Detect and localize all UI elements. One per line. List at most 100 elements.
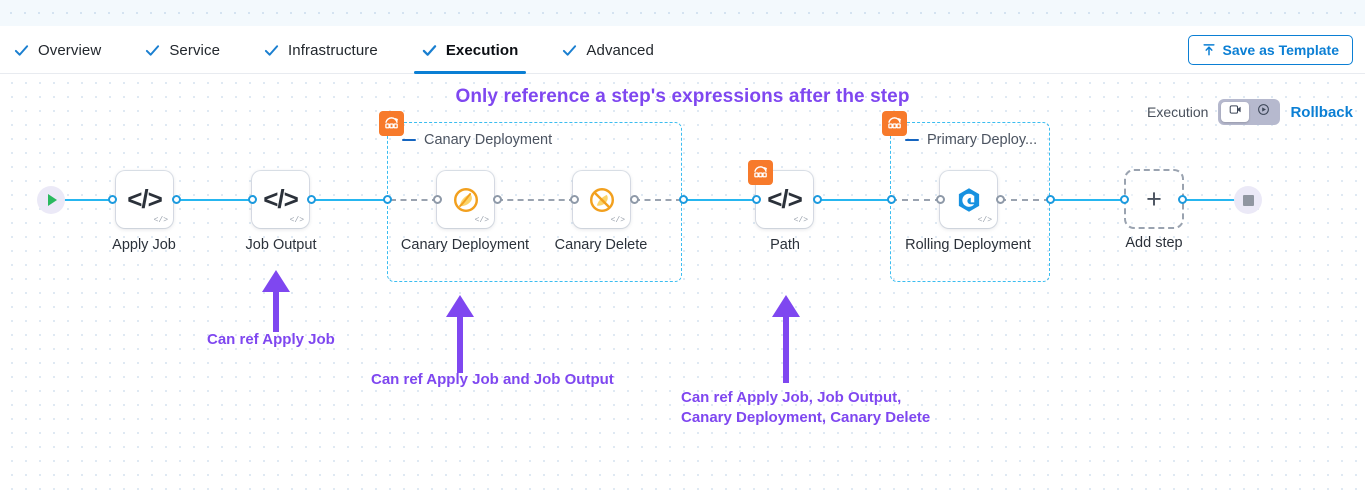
- node-label-job-output: Job Output: [245, 237, 317, 253]
- port[interactable]: [493, 195, 502, 204]
- execution-rollback-control: Execution Rollback: [1147, 99, 1353, 125]
- check-icon: [562, 43, 577, 58]
- rollback-link[interactable]: Rollback: [1290, 103, 1353, 121]
- arrow-to-path: [770, 295, 802, 388]
- wire-start-applyjob: [62, 199, 120, 201]
- wire-rolling-groupout: [1000, 199, 1050, 201]
- node-canary-deployment[interactable]: </>: [437, 171, 494, 228]
- save-as-template-button[interactable]: Save as Template: [1187, 34, 1353, 65]
- code-micro-icon: </>: [793, 216, 808, 225]
- collapse-icon[interactable]: [402, 138, 416, 142]
- canvas-top-strip: [0, 0, 1365, 26]
- pipeline-graph: Canary Deployment Primary Deploy...: [0, 75, 1365, 495]
- port[interactable]: [752, 195, 761, 204]
- port[interactable]: [813, 195, 822, 204]
- step-group-icon: [882, 111, 907, 136]
- save-as-template-label: Save as Template: [1222, 41, 1339, 58]
- execution-video-icon: [1229, 103, 1242, 121]
- harness-delete-icon: [573, 171, 630, 228]
- port[interactable]: [108, 195, 117, 204]
- port[interactable]: [307, 195, 316, 204]
- code-icon: </>: [127, 184, 163, 214]
- play-icon: [48, 194, 57, 206]
- wire-path-primarygroup: [817, 199, 893, 201]
- node-job-output[interactable]: </> </>: [252, 171, 309, 228]
- port[interactable]: [630, 195, 639, 204]
- node-canary-delete[interactable]: </>: [573, 171, 630, 228]
- wire-primary-rolling: [891, 199, 941, 201]
- wire-group-path: [682, 199, 760, 201]
- port[interactable]: [248, 195, 257, 204]
- annotation-canary: Can ref Apply Job and Job Output: [371, 371, 614, 388]
- step-group-icon: [748, 160, 773, 185]
- step-group-icon: [379, 111, 404, 136]
- banner-title: Only reference a step's expressions afte…: [455, 86, 910, 107]
- tab-label: Advanced: [586, 41, 654, 59]
- stop-icon: [1242, 194, 1254, 206]
- check-icon: [145, 43, 160, 58]
- node-label-path: Path: [770, 237, 800, 253]
- check-icon: [264, 43, 279, 58]
- code-icon: </>: [263, 184, 299, 214]
- code-icon: </>: [767, 184, 803, 214]
- harness-canary-icon: [437, 171, 494, 228]
- node-rolling-deployment[interactable]: </>: [940, 171, 997, 228]
- group-header-canary[interactable]: Canary Deployment: [402, 132, 552, 148]
- check-icon: [14, 43, 29, 58]
- port[interactable]: [1120, 195, 1129, 204]
- tab-label: Overview: [38, 41, 102, 59]
- port[interactable]: [383, 195, 392, 204]
- wire-joboutput-group: [312, 199, 390, 201]
- wire-applyjob-joboutput: [177, 199, 255, 201]
- node-path[interactable]: </> </>: [748, 160, 813, 228]
- execution-label: Execution: [1146, 104, 1209, 120]
- execution-mode-toggle[interactable]: [1218, 99, 1281, 125]
- port[interactable]: [1046, 195, 1055, 204]
- tab-infrastructure[interactable]: Infrastructure: [264, 26, 392, 74]
- code-micro-icon: </>: [977, 216, 992, 225]
- tab-label: Service: [169, 41, 221, 59]
- annotation-apply-job: Can ref Apply Job: [207, 331, 335, 348]
- wire-addstep-end: [1182, 199, 1244, 201]
- start-node[interactable]: [37, 186, 65, 214]
- port[interactable]: [433, 195, 442, 204]
- code-micro-icon: </>: [610, 216, 625, 225]
- end-node[interactable]: [1234, 186, 1262, 214]
- rollback-play-icon: [1257, 103, 1270, 121]
- tab-advanced[interactable]: Advanced: [562, 26, 668, 74]
- group-header-primary[interactable]: Primary Deploy...: [905, 132, 1037, 148]
- arrow-to-canary-deployment: [444, 295, 476, 378]
- pipeline-canvas[interactable]: Only reference a step's expressions afte…: [0, 75, 1365, 495]
- check-icon: [422, 43, 437, 58]
- tab-label: Infrastructure: [288, 41, 378, 59]
- node-apply-job[interactable]: </> </>: [116, 171, 173, 228]
- tab-service[interactable]: Service: [145, 26, 234, 74]
- rollback-play-icon-button[interactable]: [1249, 102, 1277, 122]
- node-label-rolling-deployment: Rolling Deployment: [905, 237, 1031, 253]
- port[interactable]: [570, 195, 579, 204]
- upload-template-icon: [1202, 43, 1216, 57]
- add-step-button[interactable]: +: [1124, 169, 1184, 229]
- collapse-icon[interactable]: [905, 138, 919, 142]
- port[interactable]: [996, 195, 1005, 204]
- port[interactable]: [887, 195, 896, 204]
- wire-group-canarydep: [390, 199, 438, 201]
- tab-execution[interactable]: Execution: [413, 26, 533, 74]
- add-step-label: Add step: [1125, 235, 1183, 251]
- execution-video-icon-button[interactable]: [1221, 102, 1250, 122]
- annotation-path: Can ref Apply Job, Job Output, Canary De…: [681, 389, 931, 426]
- code-micro-icon: </>: [153, 216, 168, 225]
- tab-overview[interactable]: Overview: [14, 26, 115, 74]
- node-label-canary-delete: Canary Delete: [554, 237, 648, 253]
- port[interactable]: [1178, 195, 1187, 204]
- port[interactable]: [172, 195, 181, 204]
- port[interactable]: [679, 195, 688, 204]
- code-micro-icon: </>: [474, 216, 489, 225]
- group-label: Primary Deploy...: [927, 132, 1038, 148]
- wire-canarydep-canarydel: [497, 199, 575, 201]
- port[interactable]: [936, 195, 945, 204]
- tab-list: Overview Service Infrastructure Executio…: [14, 26, 698, 74]
- node-label-apply-job: Apply Job: [112, 237, 176, 253]
- plus-icon: +: [1146, 183, 1162, 214]
- group-label: Canary Deployment: [424, 132, 553, 148]
